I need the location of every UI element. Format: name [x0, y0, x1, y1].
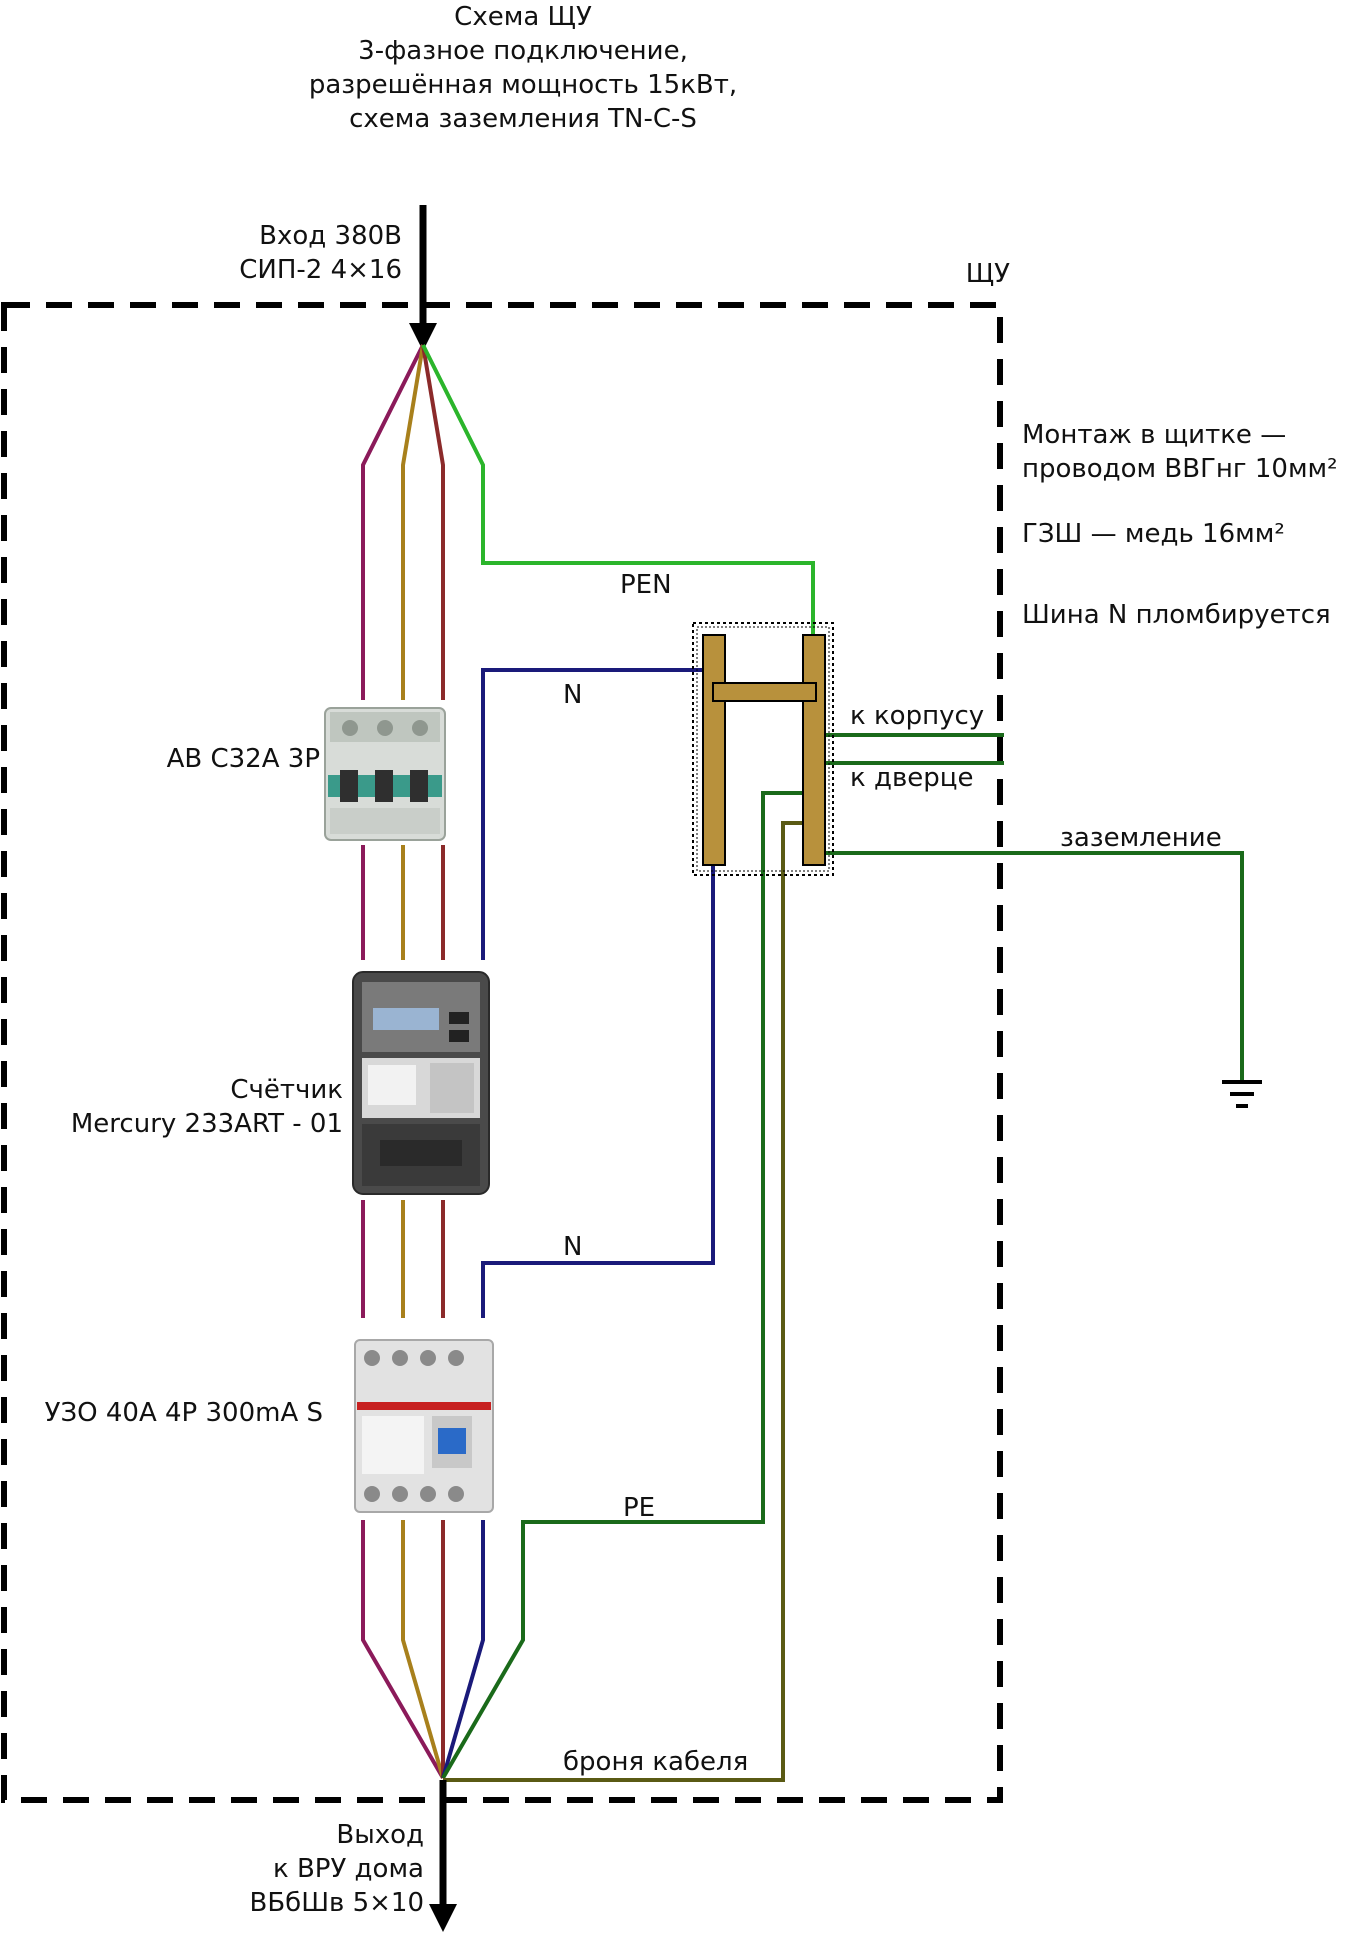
pen-label: PEN [620, 570, 672, 600]
pe-to-ground [813, 851, 1244, 1082]
pen-wire [421, 344, 815, 640]
busbar-enclosure-inner [696, 626, 830, 872]
phase-l3-top [421, 344, 445, 700]
panel-label: ЩУ [966, 259, 1010, 289]
busbar-assembly [692, 622, 834, 876]
meter-label-line-1: Счётчик [230, 1075, 343, 1105]
busbar-enclosure [692, 622, 834, 876]
door-label: к дверце [850, 763, 973, 793]
pe-label: PE [623, 1493, 655, 1523]
note-line-3: ГЗШ — медь 16мм² [1022, 519, 1285, 549]
pe-busbar [802, 634, 826, 866]
armor-wire [443, 821, 813, 1782]
armor-label: броня кабеля [563, 1747, 748, 1777]
rcd-device [354, 1339, 494, 1513]
phase-l2-out [401, 1520, 445, 1779]
ground-icon [1222, 1080, 1262, 1108]
title-line-3: разрешённая мощность 15кВт, [309, 70, 737, 100]
title-line-1: Схема ЩУ [454, 2, 592, 32]
output-label-line-1: Выход [336, 1820, 424, 1850]
meter-label-line-2: Mercury 233ART - 01 [71, 1109, 343, 1139]
note-line-1: Монтаж в щитке — [1022, 420, 1286, 450]
neutral-bottom [481, 860, 715, 1318]
output-label: Выход к ВРУ дома ВБбШв 5×10 [249, 1820, 424, 1918]
note-line-2: проводом ВВГнг 10мм² [1022, 454, 1338, 484]
busbar-jumper [712, 682, 817, 702]
neutral-bottom-label: N [563, 1232, 582, 1262]
output-label-line-3: ВБбШв 5×10 [249, 1888, 424, 1918]
neutral-wires [441, 668, 715, 1779]
input-label-line-1: Вход 380В [259, 221, 402, 251]
phase-l2-top [401, 344, 425, 700]
panel-outline [1, 302, 1003, 1803]
input-label: Вход 380В СИП-2 4×16 [239, 221, 402, 285]
phase-l1-top [361, 344, 425, 700]
ground-label: заземление [1060, 823, 1222, 853]
input-label-line-2: СИП-2 4×16 [239, 255, 402, 285]
output-label-line-2: к ВРУ дома [273, 1854, 424, 1884]
phase-l1-out [361, 1520, 445, 1780]
neutral-top-label: N [563, 680, 582, 710]
pe-wires [441, 733, 1244, 1780]
energy-meter [352, 971, 490, 1195]
phase-wires [361, 344, 445, 1780]
circuit-breaker [324, 707, 446, 841]
neutral-top [481, 668, 713, 960]
diagram-title: Схема ЩУ 3-фазное подключение, разрешённ… [309, 2, 737, 134]
title-line-2: 3-фазное подключение, [358, 36, 688, 66]
note-line-4: Шина N пломбируется [1022, 600, 1331, 630]
neutral-out [441, 1520, 485, 1779]
title-line-4: схема заземления TN-C-S [349, 104, 697, 134]
case-label: к корпусу [850, 701, 984, 731]
breaker-label: АВ С32А 3Р [167, 744, 320, 774]
pe-output [441, 791, 813, 1780]
rcd-label: УЗО 40А 4Р 300mA S [45, 1398, 323, 1428]
installation-notes: Монтаж в щитке — проводом ВВГнг 10мм² ГЗ… [1022, 420, 1338, 630]
neutral-busbar [702, 634, 726, 866]
